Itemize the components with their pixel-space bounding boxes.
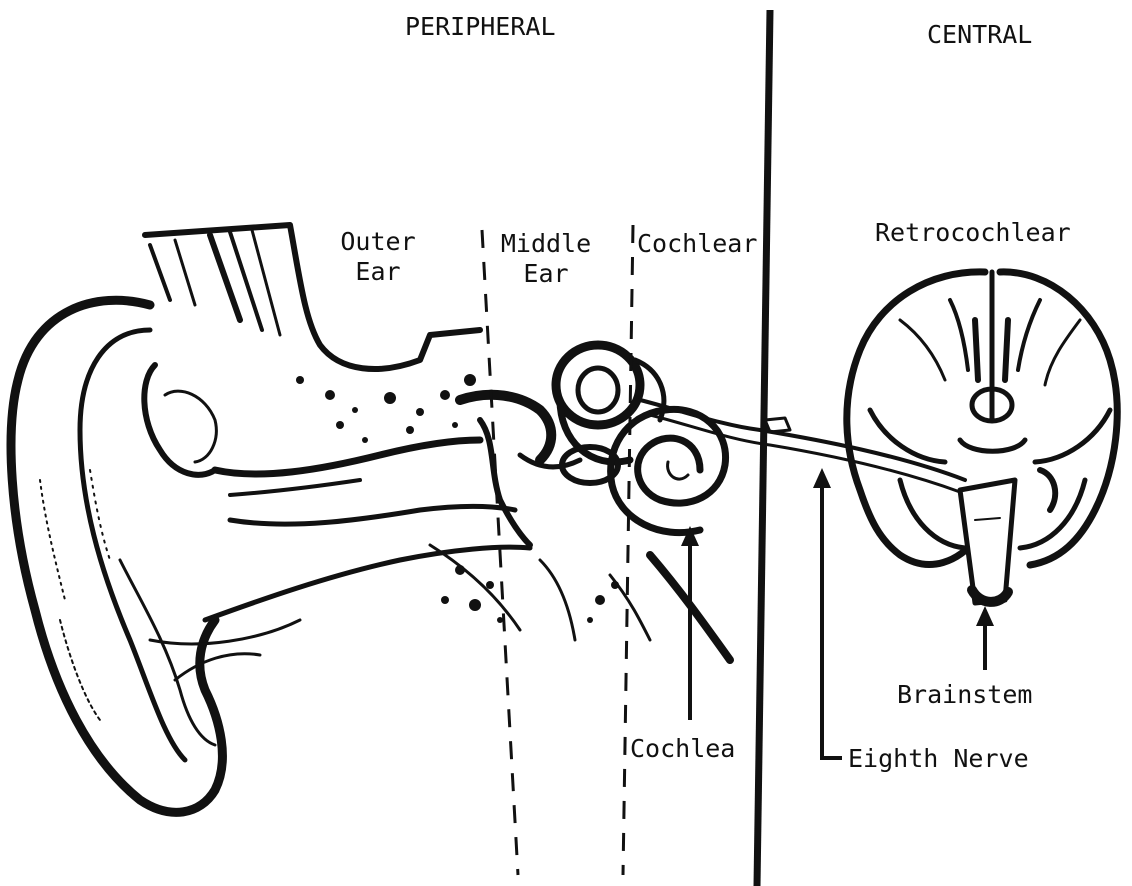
brain-illustration — [847, 272, 1117, 603]
zone-label-middle-ear: Middle Ear — [486, 229, 606, 289]
brainstem-arrowhead — [976, 606, 994, 626]
callout-label-cochlea: Cochlea — [630, 734, 735, 764]
zone-label-retrocochlear: Retrocochlear — [875, 218, 1071, 248]
region-label-peripheral: PERIPHERAL — [405, 12, 556, 42]
zone-label-cochlear: Cochlear — [637, 229, 757, 259]
outer-middle-divider — [482, 230, 518, 875]
eighth-nerve-arrowhead — [813, 468, 831, 488]
middle-cochlear-divider — [623, 225, 633, 875]
zone-label-outer-ear: Outer Ear — [318, 227, 438, 287]
peripheral-central-divider — [757, 10, 770, 886]
auricle-illustration — [11, 300, 222, 812]
callout-label-brainstem: Brainstem — [897, 680, 1032, 710]
callout-leaders — [681, 468, 994, 758]
callout-label-eighth-nerve: Eighth Nerve — [848, 744, 1029, 774]
region-label-central: CENTRAL — [927, 20, 1032, 50]
